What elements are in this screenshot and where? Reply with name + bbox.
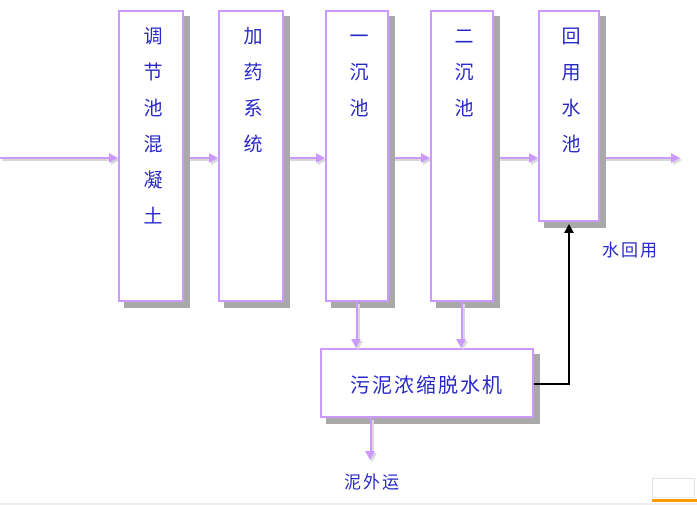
node-dosing-system-label: 加药系统 (240, 26, 263, 170)
arrow-secondary-to-sludge-head-icon (456, 339, 466, 348)
arrow-regulating-to-dosing-line (184, 157, 209, 159)
corner-accent-line (652, 499, 697, 502)
node-secondary-sedimentation-tank-label: 二沉池 (451, 26, 474, 134)
node-sludge-dewatering-machine: 污泥浓缩脱水机 (320, 348, 534, 418)
arrow-primary-to-secondary-line (389, 157, 421, 159)
arrow-sludge-to-reuse-hline (534, 383, 570, 385)
node-secondary-sedimentation-tank: 二沉池 (430, 10, 494, 302)
node-reuse-water-tank: 回用水池 (538, 10, 600, 222)
arrow-sludge-to-reuse-vline (568, 233, 570, 384)
arrow-secondary-to-sludge-line (461, 302, 463, 339)
node-dosing-system: 加药系统 (218, 10, 284, 302)
arrow-secondary-to-reuse-head-icon (529, 153, 538, 163)
arrow-sludge-outbound-line (370, 418, 372, 451)
arrow-inlet-head-icon (109, 153, 118, 163)
arrow-primary-to-sludge-head-icon (351, 339, 361, 348)
label-sludge-outbound: 泥外运 (344, 473, 401, 493)
arrow-regulating-to-dosing-head-icon (209, 153, 218, 163)
arrow-secondary-to-reuse-line (494, 157, 529, 159)
corner-placeholder-box (652, 478, 695, 498)
node-regulating-tank: 调节池混凝土 (118, 10, 184, 302)
node-primary-sedimentation-tank: 一沉池 (325, 10, 389, 302)
page-bottom-edge (0, 503, 697, 505)
arrow-outlet-head-icon (671, 153, 680, 163)
arrow-primary-to-sludge-line (356, 302, 358, 339)
node-sludge-dewatering-machine-label: 污泥浓缩脱水机 (350, 372, 504, 397)
arrow-dosing-to-primary-line (284, 157, 316, 159)
arrow-inlet-line (0, 157, 109, 159)
arrow-sludge-to-reuse-head-icon (564, 224, 574, 233)
node-regulating-tank-label: 调节池混凝土 (140, 26, 163, 242)
arrow-outlet-line (600, 157, 671, 159)
arrow-sludge-outbound-head-icon (365, 451, 375, 460)
node-primary-sedimentation-tank-label: 一沉池 (346, 26, 369, 134)
arrow-primary-to-secondary-head-icon (421, 153, 430, 163)
node-reuse-water-tank-label: 回用水池 (558, 26, 581, 170)
arrow-dosing-to-primary-head-icon (316, 153, 325, 163)
label-water-reuse: 水回用 (602, 241, 659, 261)
